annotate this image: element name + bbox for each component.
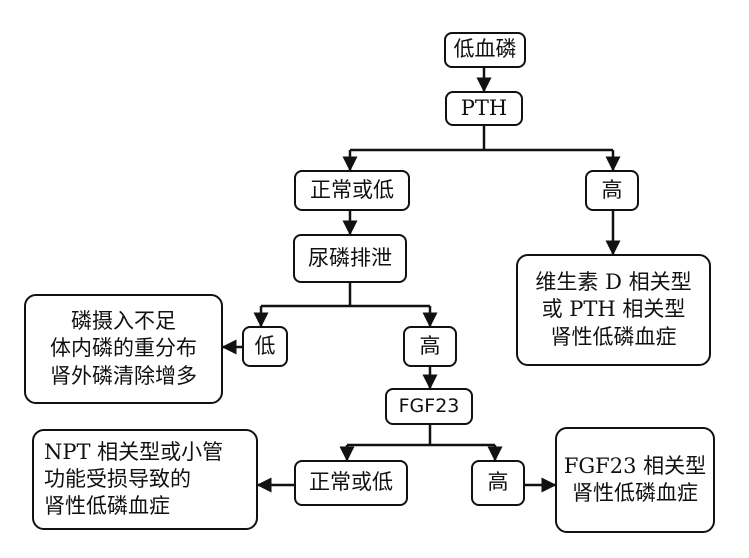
vitamin-d-line-2: 或 PTH 相关型 — [541, 297, 686, 322]
node-intake-redistribution: 磷摄入不足 体内磷的重分布 肾外磷清除增多 — [24, 294, 223, 404]
node-low-mid-label: 低 — [254, 333, 276, 358]
fgf23-related-line-2: 肾性低磷血症 — [572, 481, 698, 505]
intake-line-1: 磷摄入不足 — [71, 309, 176, 334]
node-urinary-excretion: 尿磷排泄 — [293, 234, 407, 283]
node-high-right-label: 高 — [601, 177, 623, 202]
npt-line-1: NPT 相关型或小管 — [44, 439, 224, 464]
node-npt-related: NPT 相关型或小管 功能受损导致的 肾性低磷血症 — [32, 429, 258, 530]
fgf23-related-line-1: FGF23 相关型 — [563, 453, 707, 478]
node-vitamin-d-related: 维生素 D 相关型 或 PTH 相关型 肾性低磷血症 — [516, 254, 711, 366]
node-high-mid: 高 — [403, 326, 457, 367]
node-low-phosphate: 低血磷 — [444, 32, 526, 68]
node-normal-or-low-bottom-label: 正常或低 — [309, 470, 393, 495]
node-fgf23-label: FGF23 — [398, 395, 460, 418]
intake-line-3: 肾外磷清除增多 — [50, 363, 197, 388]
vitamin-d-line-1: 维生素 D 相关型 — [535, 270, 692, 295]
node-urinary-excretion-label: 尿磷排泄 — [308, 245, 392, 270]
node-low-phosphate-label: 低血磷 — [453, 37, 517, 62]
node-high-mid-label: 高 — [419, 333, 441, 358]
npt-line-3: 肾性低磷血症 — [44, 494, 170, 519]
node-fgf23: FGF23 — [385, 388, 473, 425]
node-high-bottom: 高 — [471, 460, 525, 506]
node-normal-or-low-bottom: 正常或低 — [294, 460, 408, 506]
node-normal-or-low: 正常或低 — [294, 170, 410, 211]
intake-line-2: 体内磷的重分布 — [50, 336, 197, 361]
npt-line-2: 功能受损导致的 — [44, 466, 191, 491]
node-pth: PTH — [445, 91, 523, 126]
node-low-mid: 低 — [242, 326, 288, 367]
node-normal-or-low-label: 正常或低 — [310, 177, 394, 202]
node-fgf23-related: FGF23 相关型 肾性低磷血症 — [555, 427, 715, 533]
vitamin-d-line-3: 肾性低磷血症 — [550, 324, 677, 349]
node-high-bottom-label: 高 — [487, 470, 509, 495]
node-high-right: 高 — [585, 170, 639, 211]
node-pth-label: PTH — [460, 95, 508, 120]
